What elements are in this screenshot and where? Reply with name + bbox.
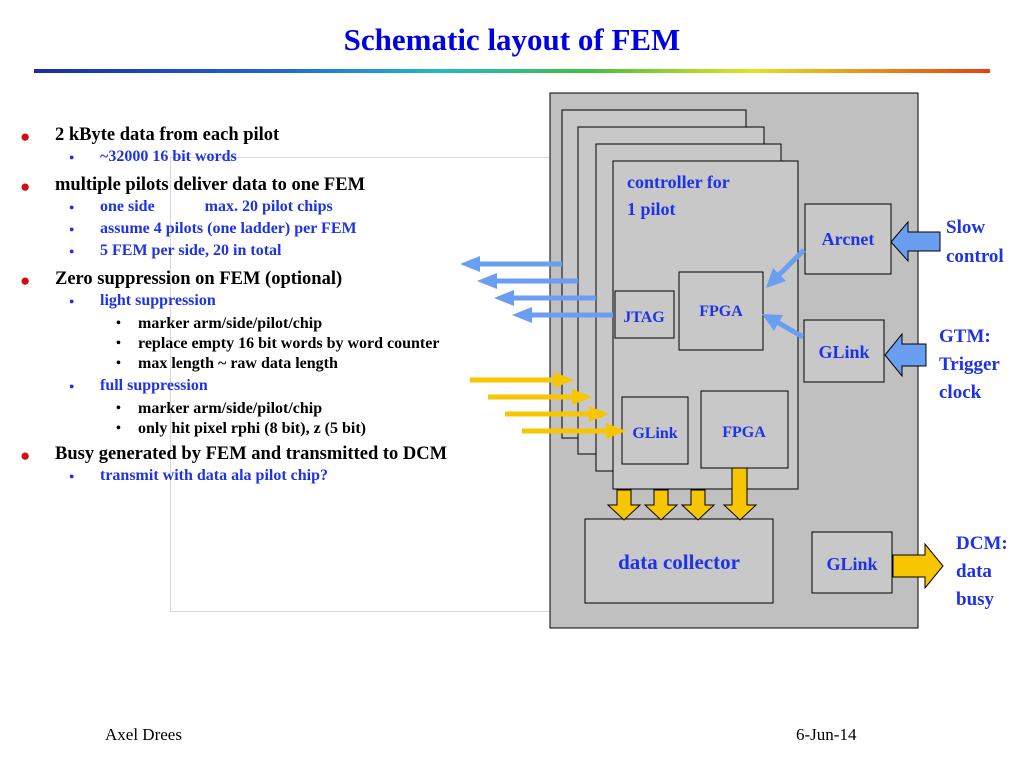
footer-date: 6-Jun-14 (796, 725, 857, 744)
glink-inner-box (621, 396, 689, 465)
controller-label-line-2: 1 pilot (627, 199, 676, 219)
footer-author: Axel Drees (105, 725, 182, 744)
fpga-bottom-label: FPGA (722, 424, 766, 441)
slow-control-label-line-1: Slow (946, 217, 985, 238)
sub-bullet-item: ●full suppression (20, 375, 490, 397)
gtm-label-line-1: GTM: (939, 326, 991, 347)
sub-bullet-dot-icon: ● (69, 202, 75, 212)
yellow-down-arrow (722, 467, 758, 521)
sub-bullet-dot-icon: ● (69, 296, 75, 306)
sub-bullet-dot-icon: ● (69, 471, 75, 481)
blue-diagonal-arrow-head (762, 314, 783, 331)
sub-bullet-item: ●5 FEM per side, 20 in total (20, 240, 490, 262)
blue-diagonal-arrow-head (766, 268, 786, 288)
gtm-label-line-3: clock (939, 382, 982, 403)
dcm-output-arrow (892, 542, 944, 590)
sub-sub-bullet-dot-icon: • (116, 401, 121, 416)
dcm-label-line-2: data (956, 561, 992, 582)
dcm-label-line-1: DCM: (956, 533, 1008, 554)
sub-bullet-dot-icon: ● (69, 152, 75, 162)
fpga-top-label: FPGA (699, 303, 743, 320)
sub-sub-bullet-dot-icon: • (116, 356, 121, 371)
blue-output-arrow-head (512, 307, 532, 323)
sub-sub-bullet-item: •marker arm/side/pilot/chip (116, 400, 323, 417)
sub-bullet-dot-icon: ● (69, 246, 75, 256)
fpga-bottom-box (700, 390, 789, 469)
sub-sub-bullet-item: •marker arm/side/pilot/chip (116, 315, 323, 332)
yellow-input-arrow-head (554, 372, 574, 388)
yellow-input-arrow-head (606, 423, 626, 439)
bullet-item: ●Busy generated by FEM and transmitted t… (20, 444, 448, 465)
sub-bullet-dot-icon: ● (69, 224, 75, 234)
blue-diagonal-arrow-shaft (775, 319, 805, 340)
glink-inner-label: GLink (632, 425, 677, 442)
yellow-down-arrow (680, 489, 716, 521)
glink-out-box (811, 531, 893, 594)
arcnet-label: Arcnet (822, 229, 875, 249)
yellow-down-arrow (606, 489, 642, 521)
sub-bullet-item: ●transmit with data ala pilot chip? (20, 465, 490, 487)
blue-output-arrow-head (460, 256, 480, 272)
controller-label-line-1: controller for (627, 172, 730, 192)
yellow-input-arrow-head (572, 389, 592, 405)
slow-control-input-arrow (890, 220, 941, 263)
sub-bullet-item: ●assume 4 pilots (one ladder) per FEM (20, 218, 490, 240)
sub-bullet-item: ●~32000 16 bit words (20, 146, 490, 168)
jtag-label: JTAG (623, 309, 665, 326)
arcnet-box (804, 203, 892, 275)
data-collector-box (584, 518, 774, 604)
fpga-top-box (678, 271, 764, 351)
title-divider (34, 69, 990, 73)
sub-sub-bullet-dot-icon: • (116, 421, 121, 436)
glink-right-label: GLink (818, 342, 869, 362)
sub-sub-bullet-item: •replace empty 16 bit words by word coun… (116, 335, 440, 352)
sub-bullet-dot-icon: ● (69, 381, 75, 391)
blue-diagonal-arrow-shaft (776, 248, 806, 278)
bullet-dot-icon: ● (20, 127, 31, 146)
bullet-dot-icon: ● (20, 446, 31, 465)
sub-bullet-item: ●light suppression (20, 290, 490, 312)
bullet-dot-icon: ● (20, 271, 31, 290)
slide-title: Schematic layout of FEM (343, 22, 681, 57)
sub-sub-bullet-dot-icon: • (116, 316, 121, 331)
slow-control-label-line-2: control (946, 246, 1004, 267)
sub-sub-bullet-item: •only hit pixel rphi (8 bit), z (5 bit) (116, 420, 367, 437)
gtm-label-line-2: Trigger (939, 354, 1000, 375)
blue-output-arrow-head (494, 290, 514, 306)
jtag-box (614, 290, 675, 339)
yellow-input-arrow-head (589, 406, 609, 422)
bullet-dot-icon: ● (20, 177, 31, 196)
sub-sub-bullet-item: •max length ~ raw data length (116, 355, 338, 372)
yellow-down-arrow (643, 489, 679, 521)
sub-sub-bullet-dot-icon: • (116, 336, 121, 351)
glink-right-box (803, 319, 885, 383)
blue-output-arrow-head (477, 273, 497, 289)
gtm-input-arrow (884, 332, 927, 378)
bullet-item: ●Zero suppression on FEM (optional) (20, 269, 343, 290)
glink-out-label: GLink (826, 554, 877, 574)
dcm-label-line-3: busy (956, 589, 995, 610)
bullet-item: ●multiple pilots deliver data to one FEM (20, 175, 366, 196)
bullet-list: ●2 kByte data from each pilot ●~32000 16… (20, 118, 490, 487)
bullet-item: ●2 kByte data from each pilot (20, 125, 280, 146)
data-collector-label: data collector (618, 550, 740, 574)
